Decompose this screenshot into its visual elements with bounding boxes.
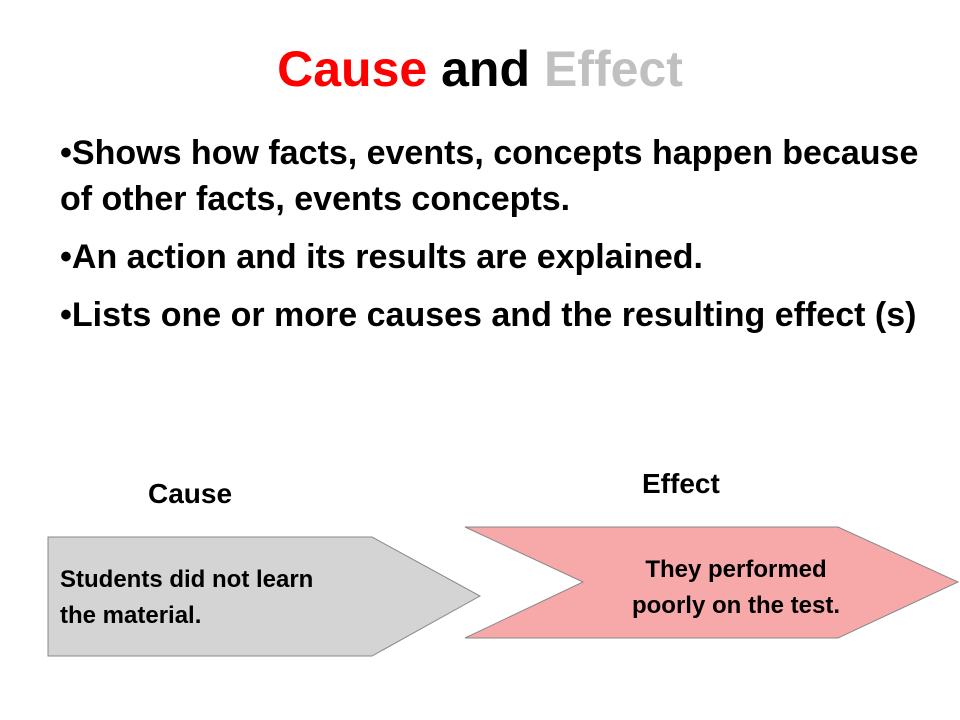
slide-title: Cause and Effect — [0, 44, 960, 94]
bullet-item: •Shows how facts, events, concepts happe… — [60, 134, 919, 218]
effect-text: They performed poorly on the test. — [596, 552, 876, 624]
title-effect-word: Effect — [543, 41, 683, 97]
cause-text: Students did not learn the material. — [60, 562, 313, 634]
effect-text-line: They performed — [645, 556, 827, 583]
bullet-list: •Shows how facts, events, concepts happe… — [60, 130, 920, 350]
title-cause-word: Cause — [277, 41, 428, 97]
bullet-item: •An action and its results are explained… — [60, 238, 703, 276]
cause-arrow-shape — [47, 536, 482, 657]
effect-label: Effect — [642, 468, 720, 499]
effect-text-line: poorly on the test. — [631, 592, 840, 619]
bullet-item: •Lists one or more causes and the result… — [60, 296, 917, 334]
cause-label: Cause — [148, 478, 233, 509]
cause-text-line: the material. — [60, 602, 202, 629]
effect-chevron-shape — [464, 526, 960, 639]
cause-text-line: Students did not learn — [60, 566, 314, 593]
title-and-word: and — [441, 41, 531, 97]
